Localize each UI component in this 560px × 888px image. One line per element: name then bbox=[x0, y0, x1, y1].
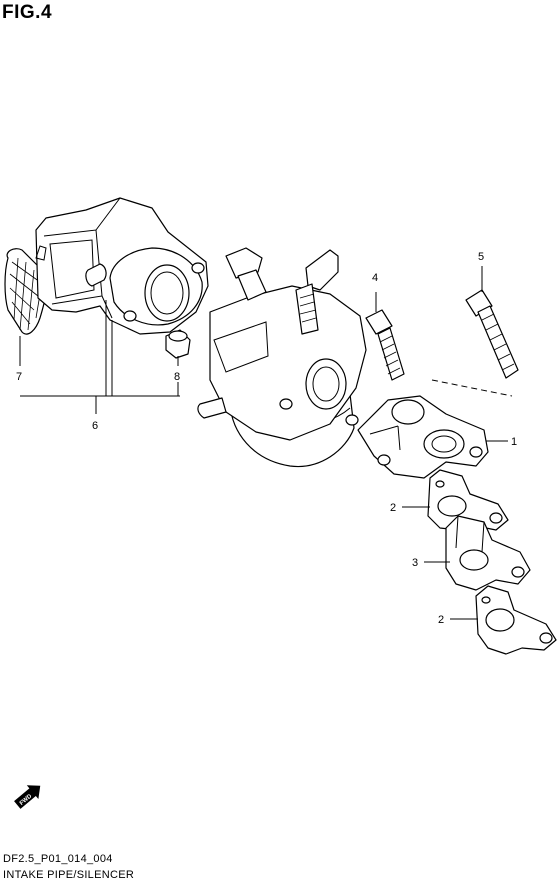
callout-5: 5 bbox=[478, 251, 484, 263]
drawing-caption: INTAKE PIPE/SILENCER bbox=[3, 869, 135, 881]
reference-line bbox=[431, 379, 513, 397]
collar bbox=[165, 329, 191, 359]
bolt-4 bbox=[365, 309, 405, 381]
callout-1: 1 bbox=[511, 436, 517, 448]
callout-2-lower: 2 bbox=[438, 614, 444, 626]
insulator bbox=[445, 515, 531, 591]
silencer-case bbox=[35, 197, 209, 335]
callout-4: 4 bbox=[372, 272, 378, 284]
fwd-arrow-icon: FWD bbox=[14, 785, 41, 809]
callout-7: 7 bbox=[16, 371, 22, 383]
callout-2-upper: 2 bbox=[390, 502, 396, 514]
callout-8: 8 bbox=[174, 371, 180, 383]
callout-6: 6 bbox=[92, 420, 98, 432]
silencer-screen bbox=[4, 248, 48, 335]
figure-title: FIG.4 bbox=[2, 2, 53, 23]
gasket-lower bbox=[475, 585, 557, 655]
intake-pipe bbox=[357, 395, 489, 479]
gasket-upper bbox=[427, 469, 509, 531]
carburetor bbox=[197, 247, 367, 468]
leader-lines bbox=[19, 266, 508, 620]
drawing-code: DF2.5_P01_014_004 bbox=[3, 853, 113, 865]
bolt-5 bbox=[465, 289, 519, 379]
callout-3: 3 bbox=[412, 557, 418, 569]
